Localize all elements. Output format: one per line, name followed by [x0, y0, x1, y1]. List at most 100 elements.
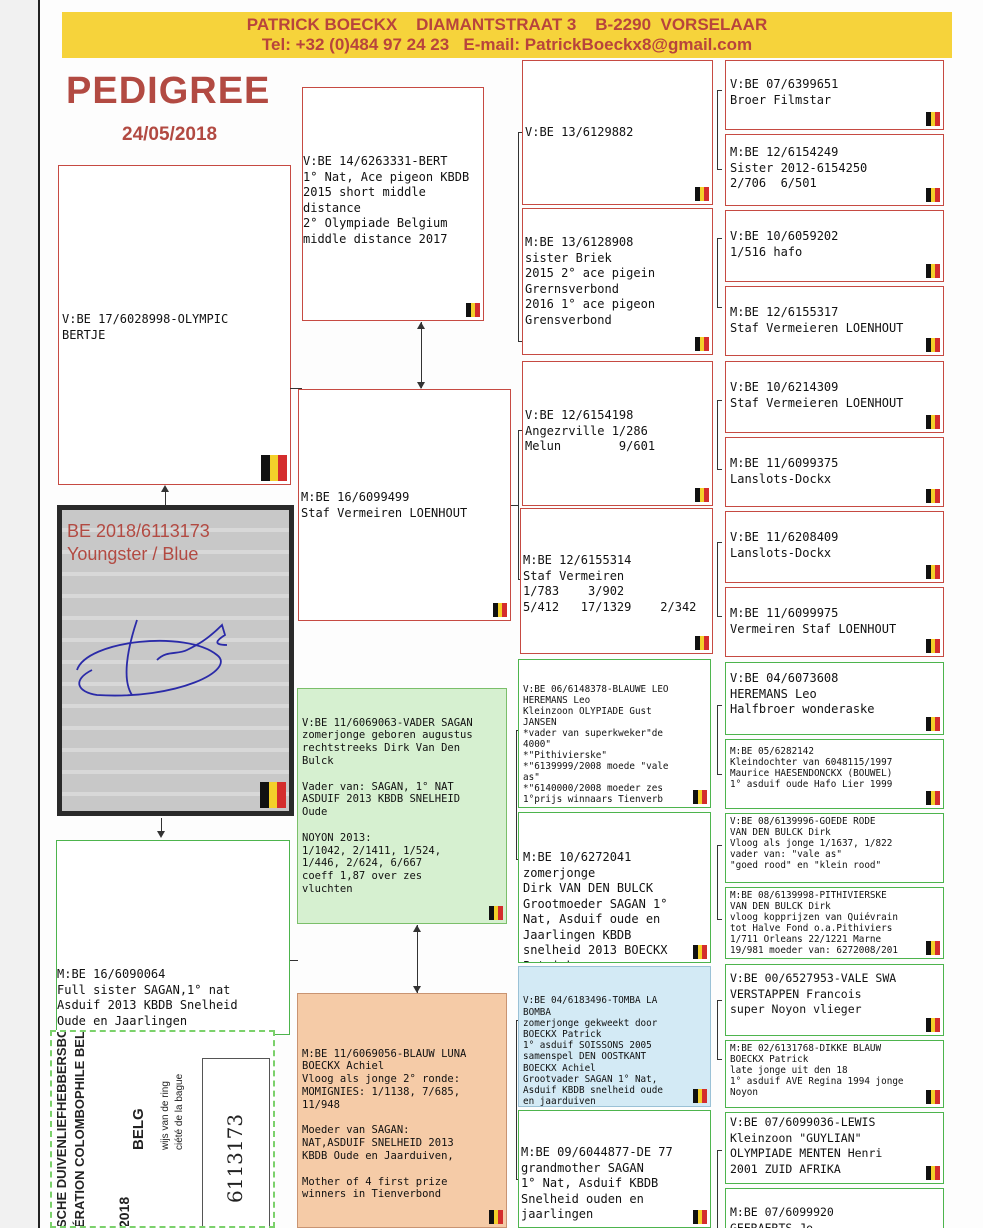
pedigree-date: 24/05/2018: [122, 124, 218, 145]
belgian-flag-icon: [926, 338, 940, 352]
connector: [290, 960, 298, 961]
gen4-text-8: M:BE 11/6099975 Vermeiren Staf LOENHOUT: [730, 606, 897, 636]
belgian-flag-icon: [493, 603, 507, 617]
connector: [511, 505, 519, 506]
gen4-box-3: V:BE 10/6059202 1/516 hafo: [725, 210, 944, 282]
gen3-text-7: V:BE 04/6183496-TOMBA LA BOMBA zomerjong…: [523, 995, 663, 1107]
connector: [717, 705, 722, 775]
connector: [421, 322, 422, 388]
sire-text: V:BE 17/6028998-OLYMPIC BERTJE: [62, 312, 229, 342]
dam-text: M:BE 16/6090064 Full sister SAGAN,1° nat…: [57, 967, 238, 1028]
connector: [165, 488, 166, 505]
belgian-flag-icon: [926, 264, 940, 278]
belgian-flag-icon: [695, 636, 709, 650]
card-org-nl: SCHE DUIVENLIEFHEBBERSBOND: [54, 1030, 69, 1228]
gen3-box-4: M:BE 12/6155314 Staf Vermeiren 1/783 3/9…: [520, 508, 713, 654]
belgian-flag-icon: [926, 489, 940, 503]
dam-sire-box: V:BE 11/6069063-VADER SAGAN zomerjonge g…: [297, 688, 507, 924]
belgian-flag-icon: [489, 906, 503, 920]
connector: [717, 1000, 722, 1060]
belgian-flag-icon: [695, 187, 709, 201]
gen4-box-10: M:BE 05/6282142 Kleindochter van 6048115…: [725, 739, 944, 809]
gen3-text-4: M:BE 12/6155314 Staf Vermeiren 1/783 3/9…: [523, 553, 697, 614]
belgian-flag-icon: [926, 415, 940, 429]
gen3-box-8: M:BE 09/6044877-DE 77 grandmother SAGAN …: [518, 1110, 711, 1228]
gen3-box-2: M:BE 13/6128908 sister Briek 2015 2° ace…: [522, 208, 713, 355]
gen3-box-5: V:BE 06/6148378-BLAUWE LEO HEREMANS Leo …: [518, 659, 711, 808]
belgian-flag-icon: [926, 639, 940, 653]
gen4-box-15: V:BE 07/6099036-LEWIS Kleinzoon "GUYLIAN…: [725, 1112, 944, 1184]
gen3-text-8: M:BE 09/6044877-DE 77 grandmother SAGAN …: [521, 1145, 673, 1221]
dam-sire-text: V:BE 11/6069063-VADER SAGAN zomerjonge g…: [302, 716, 473, 895]
connector: [161, 818, 162, 836]
gen4-text-1: V:BE 07/6399651 Broer Filmstar: [730, 77, 839, 107]
gen4-text-13: V:BE 00/6527953-VALE SWA VERSTAPPEN Fran…: [730, 971, 897, 1016]
connector: [717, 400, 722, 470]
sire-dam-text: M:BE 16/6099499 Staf Vermeiren LOENHOUT: [301, 490, 468, 520]
gen4-text-4: M:BE 12/6155317 Staf Vermeieren LOENHOUT: [730, 305, 904, 335]
belgian-flag-icon: [695, 337, 709, 351]
connector: [717, 90, 722, 170]
card-country: BELG: [130, 1108, 147, 1150]
connector: [518, 132, 523, 342]
dam-dam-box: M:BE 11/6069056-BLAUW LUNA BOECKX Achiel…: [297, 993, 507, 1228]
belgian-flag-icon: [926, 1166, 940, 1180]
arrow-up-icon: [413, 925, 421, 932]
connector: [717, 238, 722, 308]
gen4-text-11: V:BE 08/6139996-GOEDE RODE VAN DEN BULCK…: [730, 816, 893, 871]
arrow-up-icon: [161, 485, 169, 492]
sire-sire-box: V:BE 14/6263331-BERT 1° Nat, Ace pigeon …: [302, 87, 484, 321]
gen4-box-16: M:BE 07/6099920 GEERAERTS Jo: [725, 1188, 944, 1228]
gen3-text-5: V:BE 06/6148378-BLAUWE LEO HEREMANS Leo …: [523, 684, 669, 805]
card-ring-number: 6113173: [223, 1113, 247, 1203]
connector: [717, 845, 722, 920]
signature-icon: [76, 619, 228, 697]
belgian-flag-icon: [695, 488, 709, 502]
gen3-text-1: V:BE 13/6129882: [525, 125, 634, 139]
main-bird-info: BE 2018/6113173 Youngster / Blue: [67, 520, 210, 566]
card-ring-note-1: wijs van de ring: [160, 1081, 171, 1150]
gen3-box-7: V:BE 04/6183496-TOMBA LA BOMBA zomerjong…: [518, 966, 711, 1107]
gen3-text-6: M:BE 10/6272041 zomerjonge Dirk VAN DEN …: [523, 850, 668, 962]
connector: [717, 1150, 722, 1228]
gen4-box-5: V:BE 10/6214309 Staf Vermeieren LOENHOUT: [725, 361, 944, 433]
gen4-box-13: V:BE 00/6527953-VALE SWA VERSTAPPEN Fran…: [725, 964, 944, 1036]
gen4-text-3: V:BE 10/6059202 1/516 hafo: [730, 229, 839, 259]
belgian-flag-icon: [926, 941, 940, 955]
main-bird-photo: BE 2018/6113173 Youngster / Blue: [57, 505, 294, 816]
gen3-text-3: V:BE 12/6154198 Angezrville 1/286 Melun …: [525, 408, 656, 453]
belgian-flag-icon: [466, 303, 480, 317]
gen4-text-10: M:BE 05/6282142 Kleindochter van 6048115…: [730, 746, 893, 790]
breeder-contact: Tel: +32 (0)484 97 24 23 E-mail: Patrick…: [261, 35, 753, 54]
connector: [717, 542, 722, 617]
belgian-flag-icon: [489, 1210, 503, 1224]
gen3-text-2: M:BE 13/6128908 sister Briek 2015 2° ace…: [525, 235, 656, 327]
belgian-flag-icon: [693, 1089, 707, 1103]
gen4-box-7: V:BE 11/6208409 Lanslots-Dockx: [725, 511, 944, 583]
page-title: PEDIGREE: [66, 70, 271, 112]
gen4-box-12: M:BE 08/6139998-PITHIVIERSKE VAN DEN BUL…: [725, 887, 944, 959]
gen4-text-5: V:BE 10/6214309 Staf Vermeieren LOENHOUT: [730, 380, 904, 410]
arrow-down-icon: [157, 831, 165, 838]
gen4-box-9: V:BE 04/6073608 HEREMANS Leo Halfbroer w…: [725, 662, 944, 735]
main-bird-ring: BE 2018/6113173: [67, 521, 210, 541]
card-ring-box: 6113173: [202, 1058, 270, 1226]
gen4-box-14: M:BE 02/6131768-DIKKE BLAUW BOECKX Patri…: [725, 1040, 944, 1108]
sire-sire-text: V:BE 14/6263331-BERT 1° Nat, Ace pigeon …: [303, 154, 470, 246]
gen4-box-6: M:BE 11/6099375 Lanslots-Dockx: [725, 437, 944, 507]
gen4-text-2: M:BE 12/6154249 Sister 2012-6154250 2/70…: [730, 145, 868, 190]
connector: [417, 925, 418, 993]
arrow-down-icon: [413, 986, 421, 993]
dam-box: M:BE 16/6090064 Full sister SAGAN,1° nat…: [56, 840, 290, 1035]
belgian-flag-icon: [693, 945, 707, 959]
belgian-flag-icon: [926, 112, 940, 126]
gen4-box-1: V:BE 07/6399651 Broer Filmstar: [725, 60, 944, 130]
belgian-flag-icon: [926, 1090, 940, 1104]
belgian-flag-icon: [261, 455, 287, 481]
belgian-flag-icon: [926, 717, 940, 731]
sire-dam-box: M:BE 16/6099499 Staf Vermeiren LOENHOUT: [298, 389, 511, 621]
arrow-up-icon: [417, 322, 425, 329]
gen3-box-1: V:BE 13/6129882: [522, 60, 713, 205]
arrow-down-icon: [417, 382, 425, 389]
pedigree-sheet: PATRICK BOECKX DIAMANTSTRAAT 3 B-2290 VO…: [38, 0, 983, 1228]
